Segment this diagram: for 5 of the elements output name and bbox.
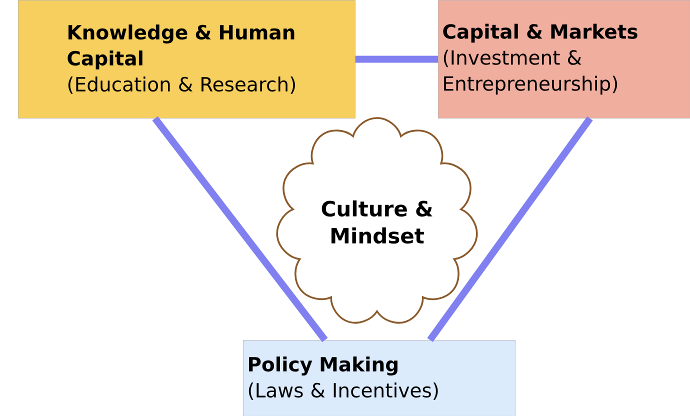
connector-line (355, 56, 438, 63)
process-box: Knowledge & Human Capital (Education & Research) (18, 0, 356, 118)
process-box: Capital & Markets (Investment & Entrepreneurship) (438, 0, 690, 118)
connector-line (427, 116, 593, 342)
process-box: Policy Making (Laws & Incentives) (243, 340, 516, 416)
